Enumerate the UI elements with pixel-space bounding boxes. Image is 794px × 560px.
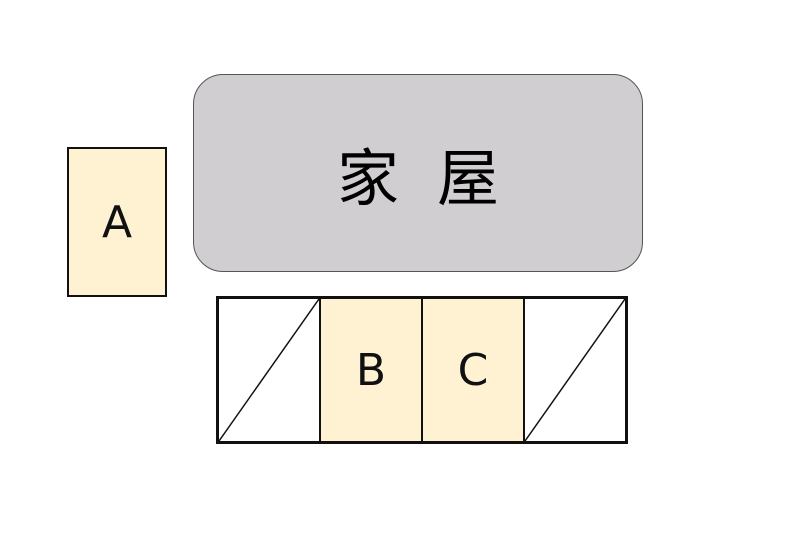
- space-c-label: C: [457, 344, 489, 396]
- space-b-label: B: [355, 344, 387, 396]
- diagonal-line-icon: [219, 299, 319, 441]
- unavailable-space-left: [219, 299, 319, 441]
- parking-space-a: A: [67, 147, 167, 297]
- house-label: 家屋: [336, 142, 537, 215]
- unavailable-space-right: [523, 299, 625, 441]
- parking-space-c: C: [421, 299, 523, 441]
- space-a-label: A: [101, 196, 133, 248]
- diagonal-line-icon: [525, 299, 625, 441]
- house-block: 家屋: [193, 74, 643, 272]
- parking-row: B C: [216, 296, 628, 444]
- parking-space-b: B: [319, 299, 421, 441]
